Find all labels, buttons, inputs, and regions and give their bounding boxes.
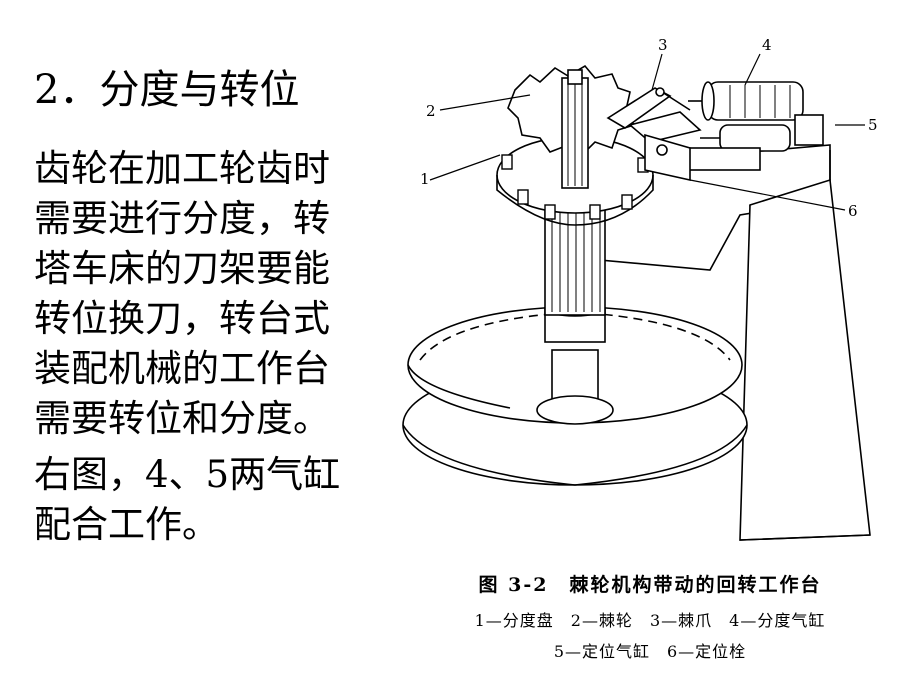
body-paragraph-2: 右图，4、5两气缸配合工作。: [34, 453, 341, 546]
label-3: 3: [658, 36, 668, 54]
label-2: 2: [426, 102, 436, 120]
ratchet-pawl: [606, 87, 702, 143]
figure-caption-title: 图 3-2 棘轮机构带动的回转工作台: [478, 574, 822, 596]
body-paragraph-1: 齿轮在加工轮齿时需要进行分度，转塔车床的刀架要能转位换刀，转台式装配机械的工作台…: [34, 147, 330, 440]
part-labels: 1 2 3 4 5 6: [420, 36, 878, 220]
support-frame: [599, 144, 871, 541]
figure-caption-legend-1: 1—分度盘 2—棘轮 3—棘爪 4—分度气缸: [474, 611, 826, 630]
label-6: 6: [848, 202, 858, 220]
positioning-cylinder: [679, 114, 824, 171]
section-heading: 2．分度与转位: [34, 67, 300, 113]
ratchet-wheel: [507, 64, 636, 189]
figure-caption-legend-2: 5—定位气缸 6—定位栓: [553, 642, 747, 661]
label-4: 4: [762, 36, 772, 54]
label-1: 1: [420, 170, 430, 188]
rotary-table-illustration: 1 2 3 4 5 6: [402, 36, 878, 541]
label-5: 5: [868, 116, 878, 134]
locating-pin-bracket: [644, 133, 691, 181]
indexing-cylinder: [688, 81, 804, 121]
